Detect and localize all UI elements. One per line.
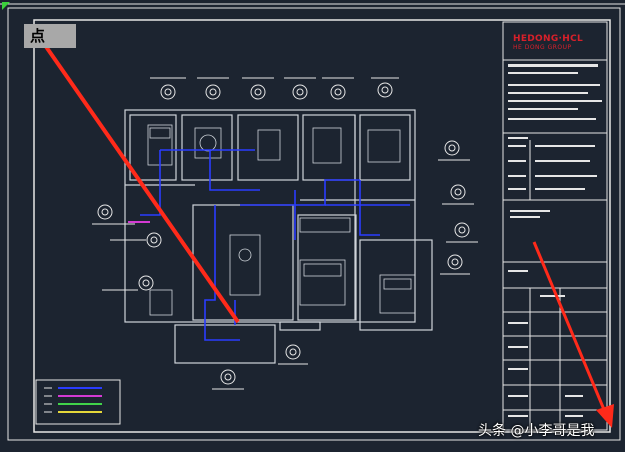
sheet-inner-border: [33, 19, 611, 433]
electrical-wiring: [140, 149, 410, 341]
sheet-outer-border: [7, 7, 621, 441]
legend-box: [35, 379, 121, 425]
furniture: [147, 124, 416, 316]
floor-plan-walls: [124, 109, 433, 364]
company-logo: HEDONG·HCL HE DONG GROUP: [513, 34, 591, 56]
logo-text: HEDONG·HCL: [513, 34, 584, 44]
watermark-text: 头条 @小李哥是我: [478, 423, 595, 439]
light-fixture-icon: [92, 77, 478, 390]
logo-subtext: HE DONG GROUP: [513, 44, 572, 51]
title-block-text-lines: [508, 64, 602, 417]
ucs-corner-icon: [2, 2, 10, 10]
corner-label-tag: 点: [24, 24, 76, 48]
title-block: [502, 21, 608, 431]
